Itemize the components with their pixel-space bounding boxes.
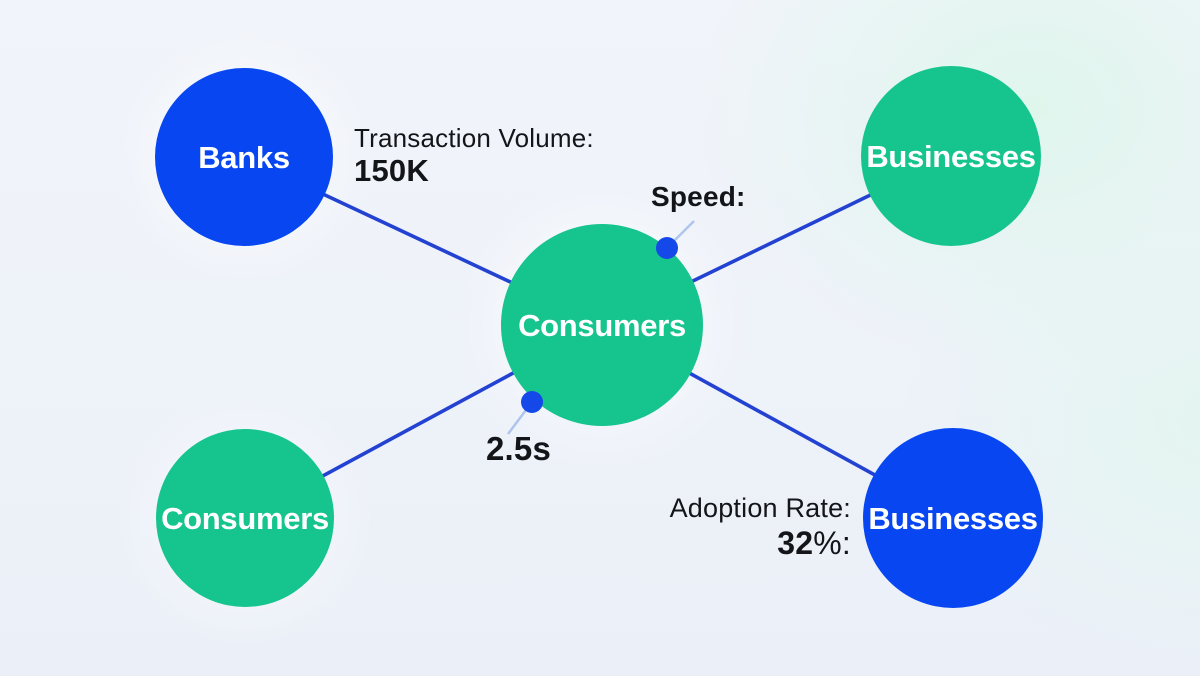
node-businesses-topright-circle: [861, 66, 1041, 246]
node-consumers-bottomleft-label: Consumers: [161, 501, 329, 536]
speed-callout-dot: [656, 237, 678, 259]
adoption-rate-label: Adoption Rate:: [669, 493, 851, 523]
transaction-volume-value: 150K: [354, 153, 429, 188]
transaction-volume-label: Transaction Volume:: [354, 123, 594, 153]
node-businesses-bottomright-label: Businesses: [868, 501, 1037, 536]
node-banks-circle: [155, 68, 333, 246]
adoption-rate-suffix: %:: [813, 525, 851, 561]
node-businesses-bottomright-circle: [863, 428, 1043, 608]
time-callout-dot: [521, 391, 543, 413]
transaction-volume-annotation: Transaction Volume: 150K: [354, 122, 594, 188]
node-consumers-bottomleft-circle: [156, 429, 334, 607]
adoption-rate-value: 32%:: [601, 525, 851, 561]
speed-value: 2.5s: [486, 430, 552, 467]
adoption-rate-annotation: Adoption Rate: 32%:: [601, 492, 851, 561]
speed-value-annotation: 2.5s: [486, 429, 551, 469]
adoption-rate-number: 32: [777, 525, 814, 561]
speed-label: Speed:: [651, 181, 746, 212]
node-businesses-topright-label: Businesses: [866, 139, 1035, 174]
node-consumers-center-label: Consumers: [518, 308, 686, 343]
speed-annotation: Speed:: [651, 183, 746, 211]
node-consumers-center-circle: [501, 224, 703, 426]
node-banks-label: Banks: [198, 140, 290, 175]
